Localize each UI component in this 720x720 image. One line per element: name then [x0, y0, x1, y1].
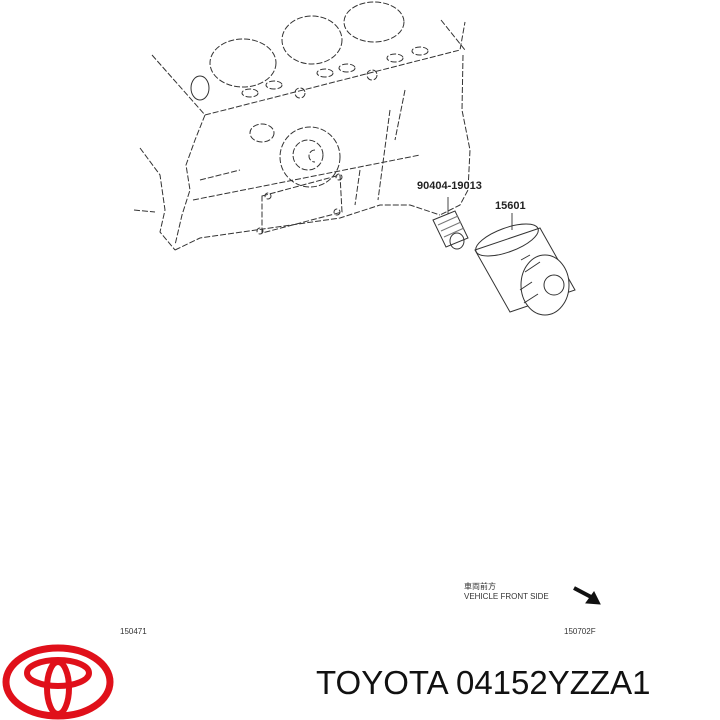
- oil-filter: [474, 213, 576, 316]
- toyota-logo: [2, 644, 114, 720]
- part-label-filter: 15601: [495, 200, 526, 212]
- direction-note-english: VEHICLE FRONT SIDE: [464, 592, 549, 601]
- part-label-bolt: 90404-19013: [417, 180, 482, 192]
- union-bolt: [432, 197, 469, 250]
- oil-filter-mount: [249, 123, 343, 235]
- direction-note-japanese: 車両前方: [464, 582, 496, 591]
- front-arrow: [573, 586, 601, 605]
- illustration-code-right: 150702F: [564, 627, 596, 636]
- product-caption: TOYOTA 04152YZZA1: [316, 664, 651, 701]
- illustration-code-left: 150471: [120, 627, 147, 636]
- cylinder-bores: [190, 1, 429, 101]
- engine-block: [133, 19, 471, 251]
